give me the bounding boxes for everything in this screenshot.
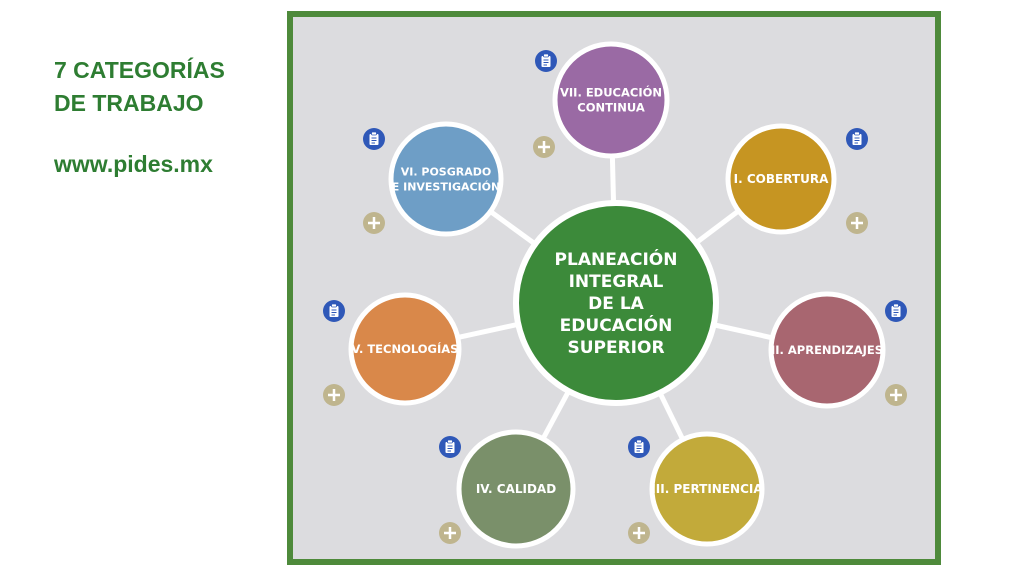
category-label: V. TECNOLOGÍAS xyxy=(352,341,459,356)
center-label-line: EDUCACIÓN xyxy=(560,314,673,336)
plus-icon[interactable] xyxy=(363,212,385,234)
category-circle xyxy=(725,123,837,235)
plus-icon[interactable] xyxy=(628,522,650,544)
clipboard-icon[interactable] xyxy=(628,436,650,458)
category-circle xyxy=(388,121,504,237)
plus-icon[interactable] xyxy=(846,212,868,234)
category-label: II. APRENDIZAJES xyxy=(771,343,883,357)
connector-line xyxy=(691,207,742,248)
category-node-iii[interactable]: III. PERTINENCIA xyxy=(649,431,765,547)
clipboard-icon[interactable] xyxy=(323,300,345,322)
plus-icon[interactable] xyxy=(439,522,461,544)
plus-icon[interactable] xyxy=(533,136,555,158)
slide-heading: 7 CATEGORÍAS DE TRABAJO www.pides.mx xyxy=(54,54,274,181)
center-label-line: SUPERIOR xyxy=(567,338,664,358)
category-label: III. PERTINENCIA xyxy=(651,482,763,496)
connector-line xyxy=(487,208,540,249)
category-label: IV. CALIDAD xyxy=(476,482,556,496)
category-circle xyxy=(649,431,765,547)
center-label-line: INTEGRAL xyxy=(569,272,664,292)
clipboard-icon[interactable] xyxy=(885,300,907,322)
center-label-line: PLANEACIÓN xyxy=(555,248,678,270)
category-node-vi[interactable]: VI. POSGRADO E INVESTIGACIÓN xyxy=(388,121,504,237)
plus-icon[interactable] xyxy=(323,384,345,406)
clipboard-icon[interactable] xyxy=(363,128,385,150)
center-label-line: DE LA xyxy=(588,294,644,314)
category-circle xyxy=(552,41,670,159)
category-node-i[interactable]: I. COBERTURA xyxy=(725,123,837,235)
website-url[interactable]: www.pides.mx xyxy=(54,151,213,177)
category-node-ii[interactable]: II. APRENDIZAJES xyxy=(768,291,886,409)
clipboard-icon[interactable] xyxy=(535,50,557,72)
connector-line xyxy=(655,388,686,443)
category-circle xyxy=(348,292,462,406)
connector-line xyxy=(709,321,775,341)
category-label: VI. POSGRADO xyxy=(401,166,491,179)
center-circle xyxy=(513,200,719,406)
heading-line-1: 7 CATEGORÍAS xyxy=(54,57,225,83)
category-node-iv[interactable]: IV. CALIDAD xyxy=(456,429,576,549)
category-node-v[interactable]: V. TECNOLOGÍAS xyxy=(348,292,462,406)
connector-line xyxy=(609,153,617,208)
plus-icon[interactable] xyxy=(885,384,907,406)
category-circle xyxy=(768,291,886,409)
category-label: I. COBERTURA xyxy=(734,172,829,186)
clipboard-icon[interactable] xyxy=(846,128,868,150)
category-circle xyxy=(456,429,576,549)
connector-line xyxy=(539,386,573,442)
category-label: E INVESTIGACIÓN xyxy=(392,181,500,194)
category-label: VII. EDUCACIÓN xyxy=(560,85,662,100)
clipboard-icon[interactable] xyxy=(439,436,461,458)
heading-line-2: DE TRABAJO xyxy=(54,90,204,116)
connector-line xyxy=(455,321,523,341)
category-label: CONTINUA xyxy=(577,101,645,115)
